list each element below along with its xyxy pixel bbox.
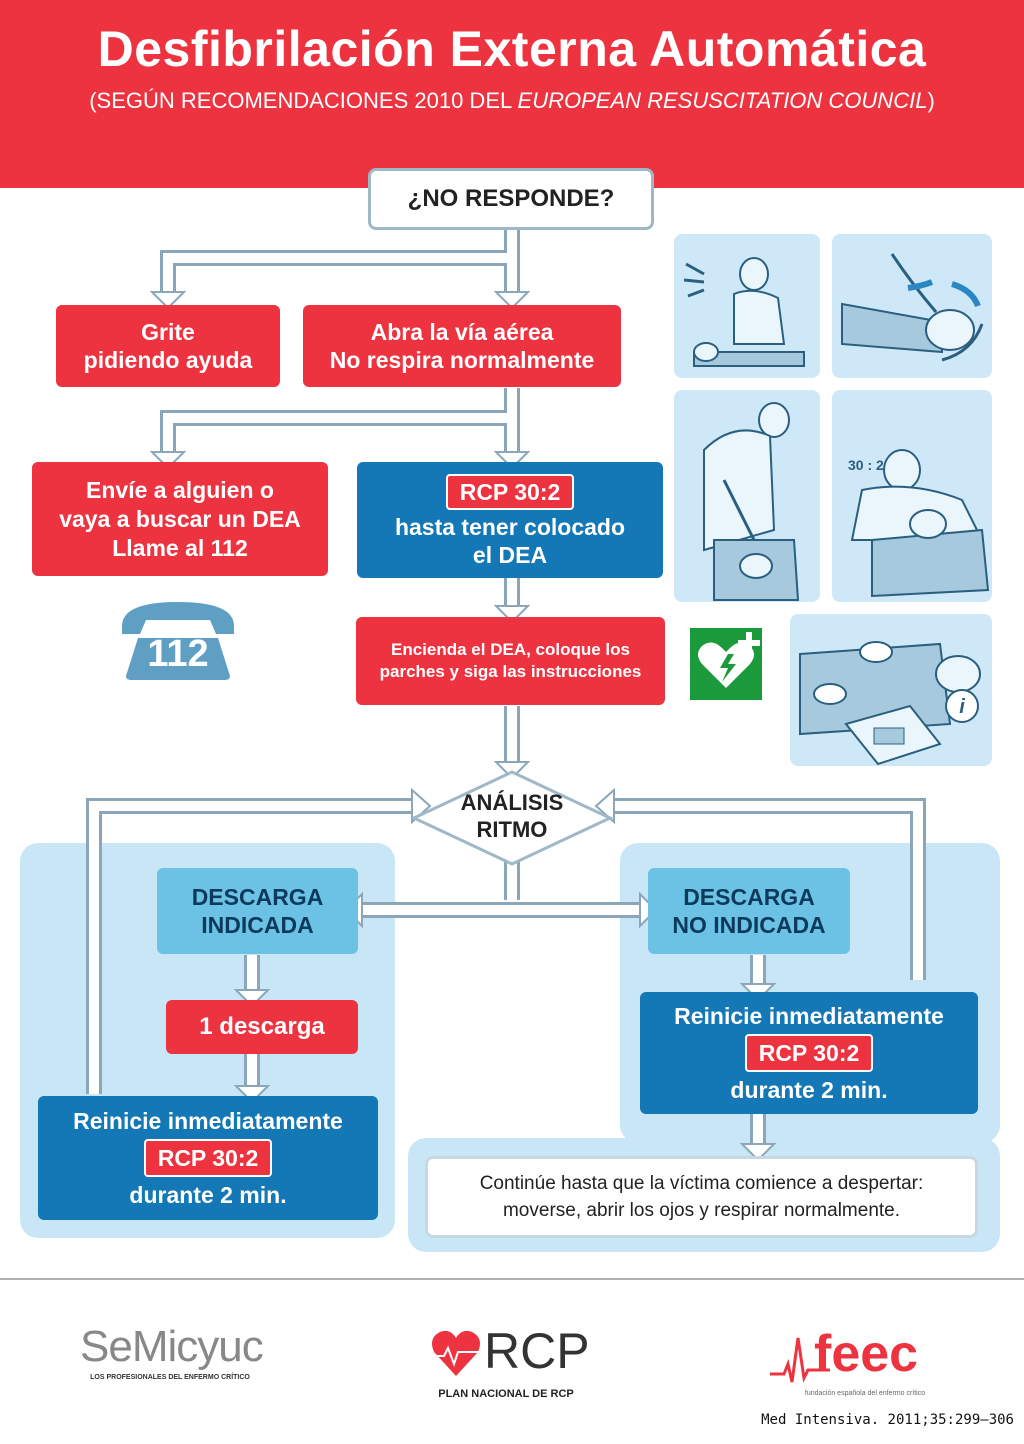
encienda-line-2: parches y siga las instrucciones (379, 662, 642, 681)
rcp-logo-text: RCP (484, 1323, 590, 1379)
abra-line-2: No respira normalmente (329, 347, 595, 373)
continue-line-2: moverse, abrir los ojos y respirar norma… (502, 1200, 901, 1221)
descarga-no-indicada-line-1: DESCARGA (683, 884, 815, 910)
reinicie-left-box: Reinicie inmediatamente RCP 30:2 durante… (38, 1096, 378, 1220)
descarga-indicada-box: DESCARGA INDICADA (157, 868, 358, 954)
footer-divider (0, 1278, 1024, 1280)
una-descarga-label: 1 descarga (199, 1013, 325, 1040)
no-responde-label: ¿NO RESPONDE? (407, 185, 615, 212)
descarga-indicada-line-2: INDICADA (201, 912, 314, 938)
rcp-line-2: el DEA (472, 542, 548, 568)
reinicie-right-rcp-badge: RCP 30:2 (744, 1034, 874, 1072)
reinicie-left-line-1: Reinicie inmediatamente (73, 1108, 343, 1134)
rcp-line-1: hasta tener colocado (394, 514, 626, 540)
encienda-line-1: Encienda el DEA, coloque los (391, 640, 630, 659)
una-descarga-box: 1 descarga (166, 1000, 358, 1054)
phone-number: 112 (147, 633, 208, 675)
analisis-diamond (410, 770, 614, 866)
rcp-tagline: PLAN NACIONAL DE RCP (438, 1388, 574, 1400)
rcp-box: RCP 30:2 hasta tener colocado el DEA (357, 462, 663, 578)
info-icon: i (959, 696, 965, 718)
reinicie-right-line-1: Reinicie inmediatamente (674, 1003, 944, 1029)
aed-sign-icon (690, 628, 762, 700)
illustration-rescue-breaths: 30 : 2 (832, 390, 992, 602)
ratio-label: 30 : 2 (848, 457, 884, 473)
illustration-open-airway (832, 234, 992, 378)
feec-logo-text: feec (814, 1325, 919, 1383)
reinicie-right-line-3: durante 2 min. (730, 1077, 888, 1103)
feec-logo: feec fundación española del enfermo crít… (770, 1324, 930, 1402)
heart-icon (432, 1330, 480, 1376)
descarga-indicada-line-1: DESCARGA (191, 884, 324, 910)
reinicie-left-line-3: durante 2 min. (129, 1182, 287, 1208)
illustration-aed-pads: i (790, 614, 992, 766)
reinicie-left-rcp-badge: RCP 30:2 (143, 1139, 273, 1177)
continue-line-1: Continúe hasta que la víctima comience a… (479, 1173, 924, 1194)
envie-line-1: Envíe a alguien o (86, 476, 274, 503)
abra-box: Abra la vía aérea No respira normalmente (303, 305, 621, 387)
grite-line-2: pidiendo ayuda (83, 347, 253, 373)
envie-line-3: Llame al 112 (112, 534, 248, 561)
descarga-no-indicada-box: DESCARGA NO INDICADA (648, 868, 850, 954)
abra-line-1: Abra la vía aérea (370, 319, 554, 345)
page-title: Desfibrilación Externa Automática (97, 21, 927, 77)
no-responde-box: ¿NO RESPONDE? (368, 168, 654, 230)
ecg-icon (770, 1337, 830, 1383)
page-subtitle: (SEGÚN RECOMENDACIONES 2010 DEL EUROPEAN… (89, 88, 935, 113)
rcp-badge: RCP 30:2 (445, 474, 575, 510)
descarga-no-indicada-line-2: NO INDICADA (672, 912, 826, 938)
semicyuc-tagline: LOS PROFESIONALES DEL ENFERMO CRÍTICO (90, 1374, 250, 1381)
phone-icon: 112 (118, 598, 238, 680)
citation: Med Intensiva. 2011;35:299–306 (761, 1412, 1014, 1428)
illustration-chest-compressions (674, 390, 820, 602)
header-banner (0, 0, 1024, 188)
grite-line-1: Grite (141, 319, 195, 345)
illustration-check-response (674, 234, 820, 378)
analisis-line-2: RITMO (476, 817, 548, 842)
rcp-logo: RCP PLAN NACIONAL DE RCP (426, 1322, 590, 1404)
envie-box: Envíe a alguien o vaya a buscar un DEA L… (32, 462, 328, 576)
analisis-ritmo-label: ANÁLISIS RITMO (436, 786, 588, 846)
envie-line-2: vaya a buscar un DEA (59, 505, 301, 532)
encienda-box: Encienda el DEA, coloque los parches y s… (356, 617, 665, 705)
feec-tagline: fundación española del enfermo crítico (804, 1390, 926, 1397)
analisis-line-1: ANÁLISIS (460, 790, 564, 815)
reinicie-right-box: Reinicie inmediatamente RCP 30:2 durante… (640, 992, 978, 1114)
grite-box: Grite pidiendo ayuda (56, 305, 280, 387)
semicyuc-logo-text: SeMicyuc (80, 1322, 264, 1371)
semicyuc-logo: SeMicyuc LOS PROFESIONALES DEL ENFERMO C… (80, 1322, 264, 1382)
continue-box: Continúe hasta que la víctima comience a… (425, 1156, 978, 1238)
